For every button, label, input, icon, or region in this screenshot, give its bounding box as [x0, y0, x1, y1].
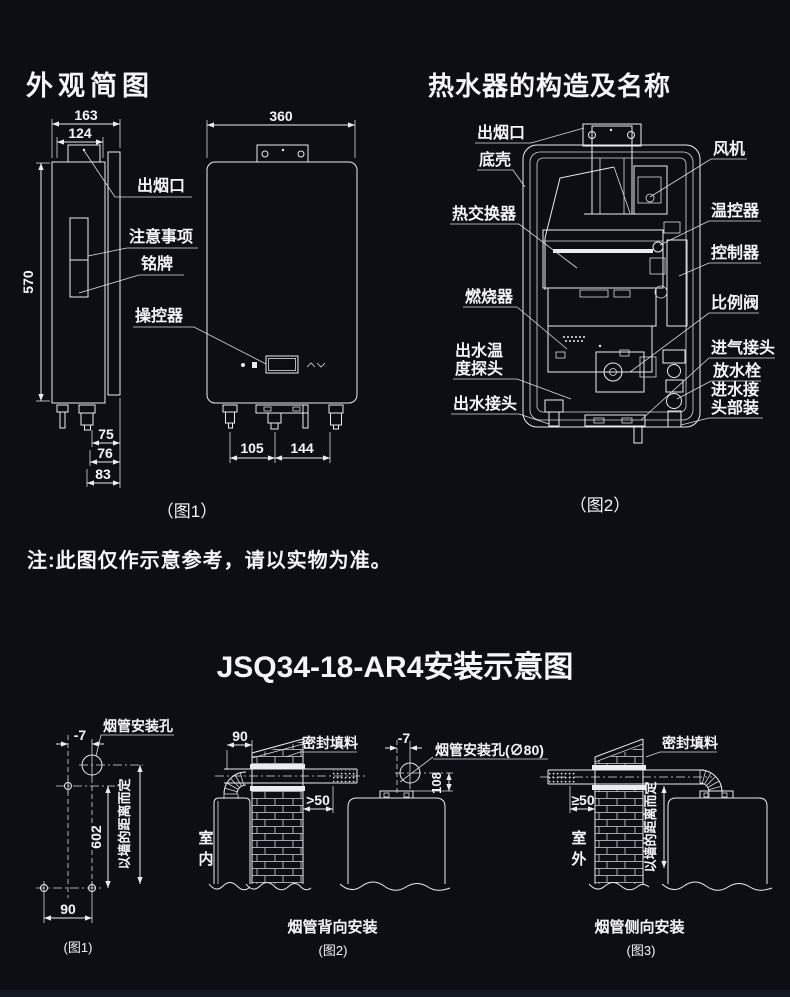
label-flue-hole: 烟管安装孔: [103, 718, 173, 734]
side-view-dimensions: 163 124 570 75 76 83: [20, 107, 121, 488]
side-view-callouts: 出烟口 注意事项 铭牌 操控器: [78, 148, 267, 365]
dim-90: 90: [232, 728, 248, 744]
install-fig3-name: 烟管侧向安装: [594, 919, 685, 936]
label-bottom-case: 底壳: [479, 150, 511, 169]
page-bottom-edge: [0, 990, 790, 997]
structure-title: 热水器的构造及名称: [428, 71, 672, 101]
install-fig2-caption: (图2): [318, 943, 348, 958]
label-wall-distance: 以墙的距离而定: [117, 778, 132, 869]
dim-570: 570: [20, 270, 36, 294]
appearance-diagram: 163 124 570 75 76 83 出烟口 注意事项 铭牌: [20, 107, 358, 488]
label-notice: 注意事项: [129, 227, 193, 246]
dim-offset-7: -7: [398, 730, 411, 746]
install-fig2-name: 烟管背向安装: [287, 919, 378, 936]
label-flue-outlet: 出烟口: [137, 176, 185, 195]
label-control-panel: 操控器: [135, 306, 184, 325]
label-water-inlet-line1: 进水接: [711, 380, 759, 399]
dim-ge50: ≥50: [571, 792, 594, 808]
structure-caption: （图2）: [569, 496, 631, 515]
dim-144: 144: [290, 440, 314, 456]
label-outlet-sensor-line2: 度探头: [455, 359, 503, 378]
outdoor-label: 室外: [571, 830, 587, 868]
install-fig1-caption: (图1): [63, 940, 93, 955]
dim-108: 108: [429, 772, 444, 794]
label-water-inlet-line2: 头部装: [711, 398, 759, 417]
dim-602: 602: [88, 825, 104, 849]
structure-callouts-right: 风机 温控器 控制器 比例阀 进气接头 放水栓 进水接 头部装: [629, 139, 775, 426]
heater-side-silhouette: [661, 790, 773, 891]
flex-duct-elbow: [699, 769, 723, 797]
label-fan: 风机: [713, 139, 745, 158]
heater-body: [522, 123, 701, 444]
install-title: JSQ34-18-AR4安装示意图: [216, 651, 574, 684]
wall-section: [245, 738, 312, 891]
structure-callouts-left: 出烟口 底壳 热交换器 燃烧器 出水温 度探头 出水接头: [450, 123, 585, 425]
dim-360: 360: [269, 108, 293, 124]
label-seal-filler: 密封填料: [661, 735, 718, 751]
appearance-title: 外观简图: [26, 71, 154, 101]
install-fig3-diagram: 密封填料 ≥50 以墙的距离而定: [540, 735, 773, 891]
label-controller: 控制器: [711, 243, 760, 262]
label-proportional-valve: 比例阀: [711, 293, 759, 312]
front-view-dimensions: 360 105 144: [206, 108, 356, 463]
heater-back-view: -7 烟管安装孔(∅80) 108: [339, 730, 548, 891]
dim-90: 90: [60, 901, 76, 917]
disclaimer-note: 注:此图仅作示意参考，请以实物为准。: [27, 550, 392, 572]
side-view: [51, 144, 121, 431]
indoor-label: 室内: [198, 830, 214, 868]
install-fig3-caption: (图3): [626, 943, 656, 958]
fig2-dimensions: 90 密封填料 >50: [226, 728, 358, 813]
flue-pipe: [215, 768, 368, 784]
dim-gt50: >50: [306, 792, 330, 808]
dim-75: 75: [98, 426, 114, 442]
fig3-dimensions: 密封填料 ≥50 以墙的距离而定: [569, 735, 718, 873]
label-flue-outlet: 出烟口: [477, 123, 525, 142]
dim-163: 163: [74, 107, 98, 123]
drill-template: -7 烟管安装孔 602 以墙的距离而定 90: [36, 718, 174, 923]
label-burner: 燃烧器: [465, 287, 514, 306]
dim-76: 76: [97, 445, 113, 461]
label-flue-hole-d80: 烟管安装孔(∅80): [435, 742, 544, 758]
label-wall-distance: 以墙的距离而定: [643, 781, 658, 872]
dim-83: 83: [95, 466, 111, 482]
front-view: [206, 144, 358, 430]
label-outlet-sensor-line1: 出水温: [455, 341, 503, 360]
dim-offset-7: -7: [74, 727, 87, 743]
label-drain-plug: 放水栓: [712, 361, 762, 380]
structure-diagram: 出烟口 底壳 热交换器 燃烧器 出水温 度探头 出水接头 风机 温控器 控制器 …: [450, 123, 775, 444]
label-heat-exchanger: 热交换器: [452, 204, 517, 223]
install-fig1-diagram: -7 烟管安装孔 602 以墙的距离而定 90: [36, 718, 174, 923]
dim-124: 124: [68, 125, 92, 141]
label-nameplate: 铭牌: [141, 254, 173, 273]
label-water-outlet: 出水接头: [453, 394, 517, 413]
label-thermostat: 温控器: [710, 201, 760, 220]
dim-105: 105: [240, 440, 264, 456]
install-fig2-diagram: 90 密封填料 >50 -7 烟管安装孔(∅80) 1: [208, 728, 548, 891]
wall-section: [588, 738, 650, 891]
flue-pipe: [540, 769, 712, 785]
flex-duct-elbow: [223, 771, 247, 799]
appearance-caption: （图1）: [156, 502, 218, 521]
label-seal-filler: 密封填料: [301, 735, 358, 751]
label-gas-inlet: 进气接头: [711, 338, 775, 357]
heater-side-silhouette: [208, 797, 251, 891]
